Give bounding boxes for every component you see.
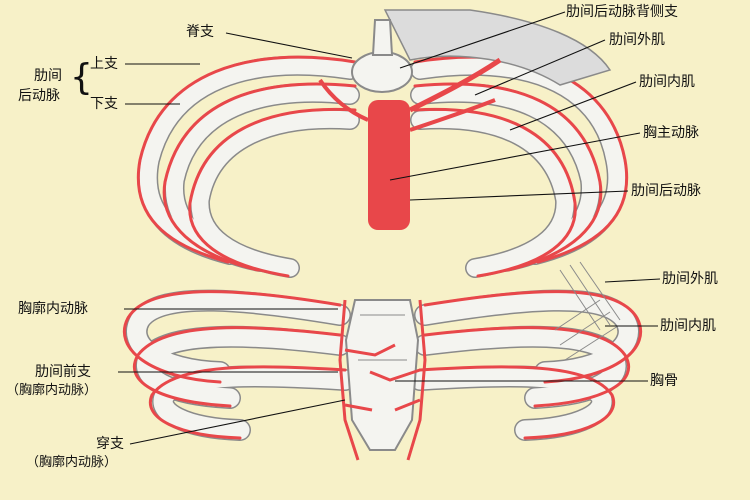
leader-lines	[118, 11, 661, 445]
anterior-ribs	[122, 289, 643, 441]
brace-symbol: {	[70, 57, 93, 98]
thoracic-aorta-shape	[318, 57, 502, 230]
label-anterior-intercostal-branch: 肋间前支	[35, 364, 91, 380]
label-internal-intercostal-bottom: 肋间内肌	[660, 318, 716, 334]
label-sternum: 胸骨	[650, 373, 678, 389]
label-intercostal-group-line1: 肋间	[34, 68, 62, 84]
label-upper-branch: 上支	[90, 56, 118, 72]
label-perforating-branch-note: （胸廓内动脉）	[26, 455, 118, 470]
label-posterior-intercostal-artery: 肋间后动脉	[631, 183, 701, 199]
vertebra	[351, 19, 413, 93]
label-internal-thoracic-artery: 胸廓内动脉	[18, 301, 88, 317]
label-thoracic-aorta: 胸主动脉	[643, 125, 699, 141]
label-external-intercostal-bottom: 肋间外肌	[662, 271, 718, 287]
muscle-patch	[383, 9, 612, 86]
label-intercostal-posterior-dorsal-lateral: 肋间后动脉背侧支	[566, 4, 678, 20]
label-anterior-intercostal-branch-note: （胸廓内动脉）	[6, 383, 98, 398]
label-intercostal-group-line2: 后动脉	[18, 88, 60, 104]
label-perforating-branch: 穿支	[96, 436, 124, 452]
internal-thoracic-arteries	[338, 299, 427, 461]
label-internal-intercostal-top: 肋间内肌	[639, 74, 695, 90]
intercostal-muscle-hatch	[554, 261, 621, 361]
label-lower-branch: 下支	[90, 96, 118, 112]
label-dorsal-branch: 脊支	[186, 24, 214, 40]
sternum-shape	[344, 299, 420, 451]
label-external-intercostal-top: 肋间外肌	[609, 32, 665, 48]
